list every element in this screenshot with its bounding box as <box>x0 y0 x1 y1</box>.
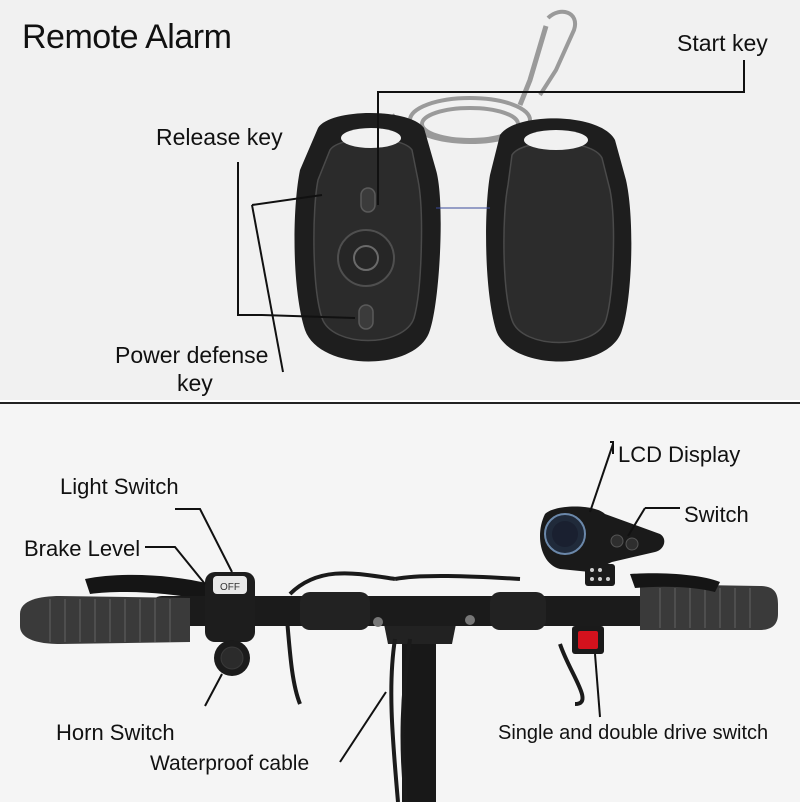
start-key-label: Start key <box>677 30 768 56</box>
start-key-button <box>337 229 395 287</box>
remote-alarm-panel: Remote Alarm Start key Release key Power… <box>0 0 800 400</box>
right-grip <box>630 573 778 630</box>
power-defense-label-line1: Power defense <box>115 342 269 368</box>
handlebar-illustration: OFF <box>20 441 778 802</box>
callout-lines-remote <box>237 60 745 373</box>
power-defense-label-line2: key <box>177 370 213 396</box>
remote-left <box>294 113 441 362</box>
power-defense-key-button <box>358 304 374 330</box>
svg-text:OFF: OFF <box>220 582 240 593</box>
brake-level-label: Brake Level <box>24 536 141 561</box>
waterproof-cable-label: Waterproof cable <box>150 752 310 775</box>
left-control-unit: OFF <box>205 572 255 676</box>
release-key-button <box>360 187 376 213</box>
drive-switch <box>572 626 604 654</box>
light-switch-label: Light Switch <box>60 474 179 499</box>
remote-illustration <box>237 9 745 373</box>
drive-switch-label: Single and double drive switch <box>498 722 769 744</box>
page-title: Remote Alarm <box>22 18 232 56</box>
horn-switch-label: Horn Switch <box>56 720 175 745</box>
lcd-display-unit <box>540 506 665 586</box>
release-key-label: Release key <box>156 124 283 150</box>
lcd-display-label: LCD Display <box>618 442 741 467</box>
handlebar-panel: OFF <box>0 402 800 802</box>
cables <box>285 571 585 802</box>
callout-lines-handlebar <box>145 441 680 763</box>
left-grip <box>20 596 190 644</box>
brake-lever <box>85 574 210 600</box>
remote-right <box>486 118 632 362</box>
switch-label: Switch <box>684 502 749 527</box>
